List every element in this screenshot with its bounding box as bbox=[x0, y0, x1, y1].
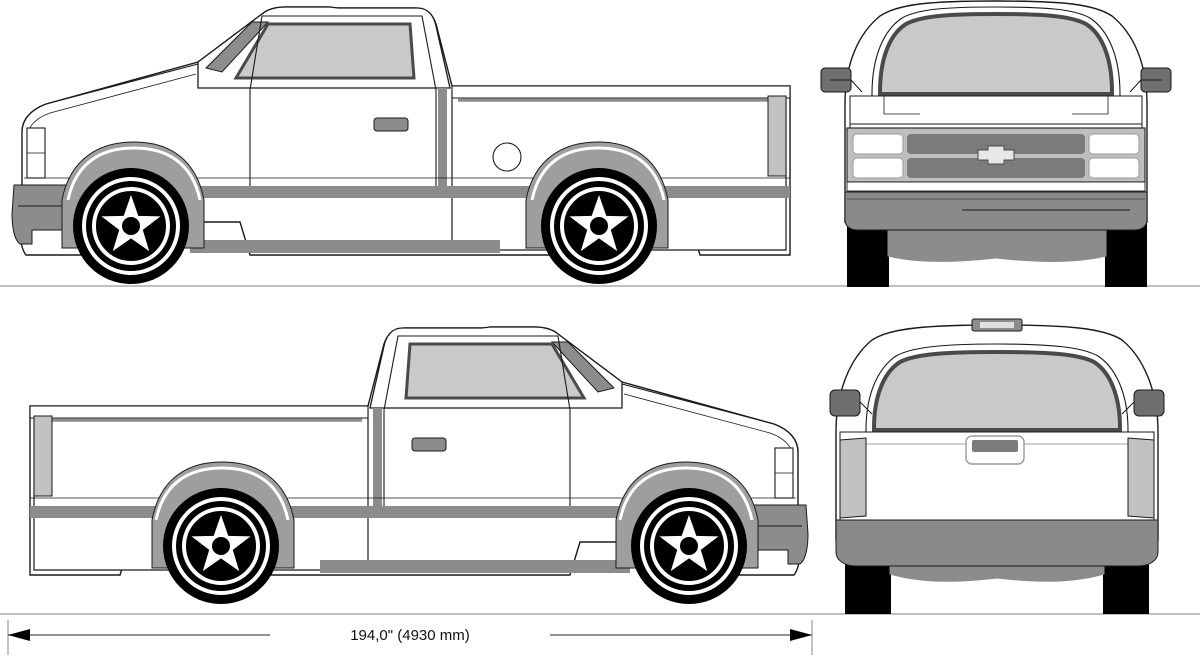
quarter-glass bbox=[205, 21, 270, 73]
front-flare-highlight bbox=[66, 146, 202, 201]
bed-rail bbox=[451, 85, 791, 99]
grille-panel-lower bbox=[907, 158, 1085, 178]
dimension-arrow-left bbox=[8, 629, 30, 641]
front-wheel-left bbox=[629, 486, 749, 606]
grille-panel-upper bbox=[907, 134, 1085, 154]
headlight-left-upper bbox=[852, 133, 904, 155]
fuel-filler-cap[interactable] bbox=[492, 142, 522, 172]
cab-bed-gap-left bbox=[373, 408, 382, 518]
rear-window bbox=[872, 349, 1122, 432]
dimension-label: 194,0" (4930 mm) bbox=[350, 627, 470, 644]
rear-wheel-left bbox=[161, 486, 281, 606]
hood-front bbox=[849, 95, 1143, 129]
door-handle bbox=[373, 117, 409, 132]
undercarriage bbox=[887, 221, 1107, 262]
front-bumper-front bbox=[844, 191, 1148, 231]
view-front bbox=[820, 0, 1172, 287]
mirror-right-rear bbox=[1121, 389, 1165, 417]
tailgate-handle-recess bbox=[972, 440, 1018, 452]
mirror-left bbox=[820, 67, 863, 93]
mirror-right bbox=[1129, 67, 1172, 93]
dimension-annotation: 194,0" (4930 mm) bbox=[7, 620, 813, 655]
cab-bed-gap bbox=[438, 88, 447, 198]
hood-line-left bbox=[621, 383, 799, 453]
door-window-left bbox=[404, 342, 587, 400]
windshield bbox=[878, 11, 1114, 96]
hood-line bbox=[21, 63, 199, 133]
door-handle-left bbox=[411, 437, 447, 452]
rocker-molding-left bbox=[320, 560, 630, 573]
front-flare-highlight-left bbox=[618, 466, 754, 521]
rear-flare-highlight bbox=[530, 146, 666, 201]
headlight-right-upper bbox=[1088, 133, 1140, 155]
lower-valance bbox=[846, 181, 1146, 192]
door-window bbox=[233, 22, 416, 80]
dimension-arrow-right bbox=[790, 629, 812, 641]
rear-flare-highlight-left bbox=[154, 466, 290, 521]
tail-light bbox=[767, 95, 787, 177]
tail-light-right bbox=[1127, 437, 1155, 519]
rocker-molding bbox=[190, 240, 500, 253]
hood-seam-right bbox=[1072, 96, 1109, 115]
chevrolet-bowtie-emblem bbox=[977, 145, 1015, 165]
hood-seam-left bbox=[883, 96, 920, 115]
view-side-left bbox=[29, 326, 809, 606]
rear-bumper bbox=[835, 519, 1159, 567]
front-wheel bbox=[71, 166, 191, 286]
view-side-right bbox=[11, 6, 791, 286]
rear-wheel bbox=[539, 166, 659, 286]
mirror-left-rear bbox=[829, 389, 873, 417]
front-bumper bbox=[11, 184, 67, 245]
third-brake-lens bbox=[980, 322, 1014, 328]
headlight-left-lower bbox=[852, 157, 904, 179]
tail-light-left bbox=[839, 437, 867, 519]
front-bumper-left bbox=[753, 504, 809, 565]
headlight-right-lower bbox=[1088, 157, 1140, 179]
bed-rail-left bbox=[29, 405, 369, 419]
tail-light-left-side bbox=[33, 415, 53, 497]
quarter-glass-left bbox=[550, 341, 615, 393]
view-rear bbox=[829, 318, 1165, 614]
